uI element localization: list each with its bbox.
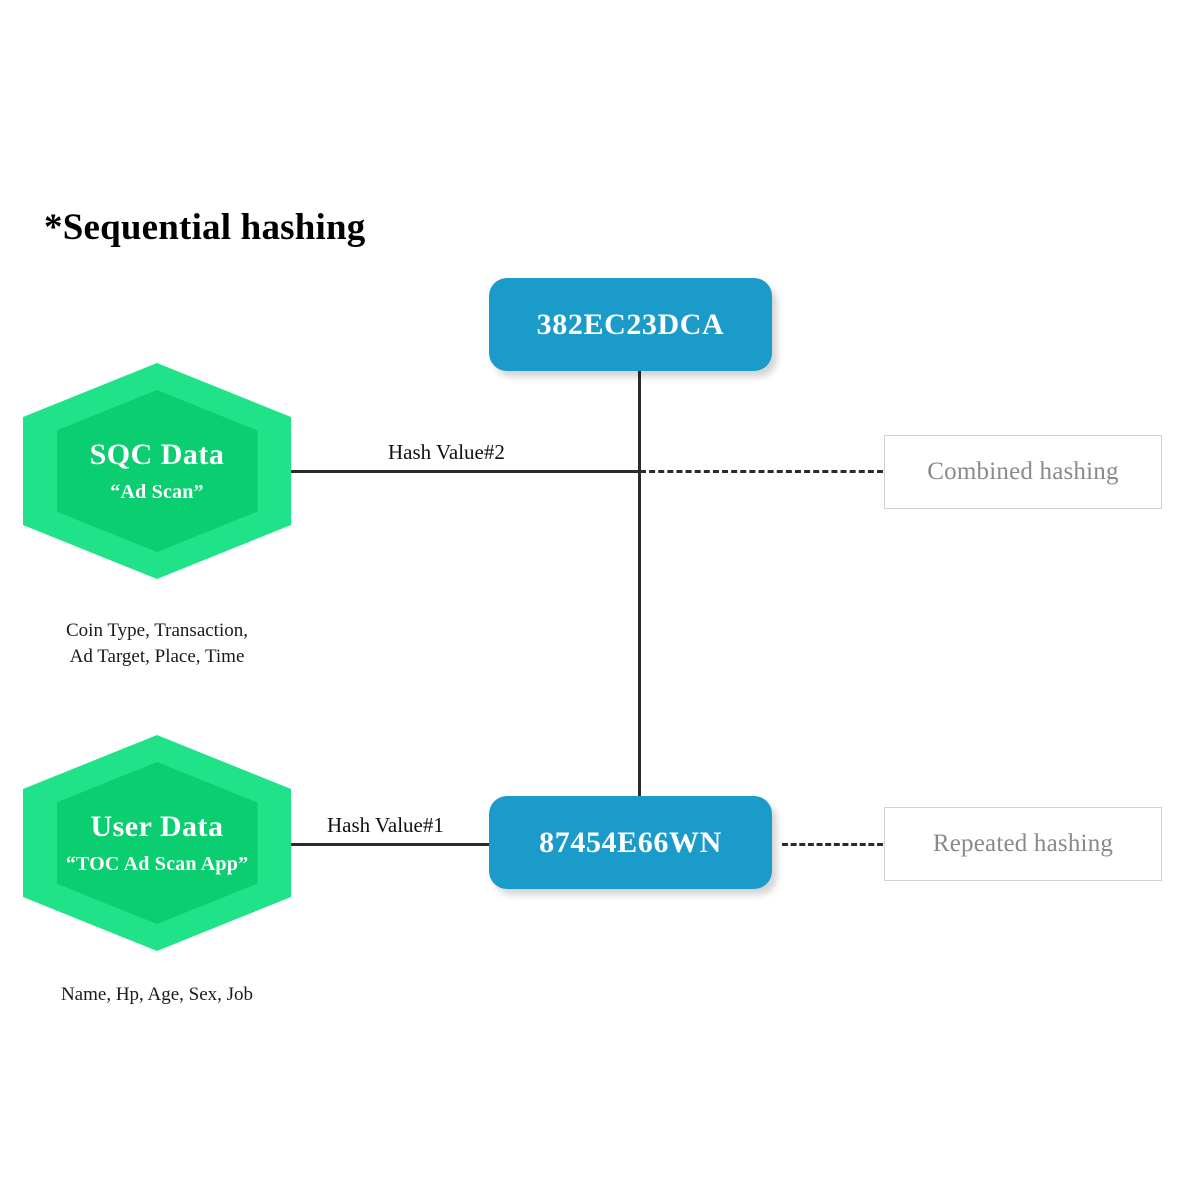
node-sqc-subtitle: “Ad Scan” xyxy=(110,480,204,503)
hash-value-top-text: 382EC23DCA xyxy=(536,307,725,341)
hexagon-inner-shape xyxy=(56,390,258,552)
connector-user-to-hash-bottom xyxy=(285,843,491,846)
page-title: *Sequential hashing xyxy=(44,207,366,248)
note-repeated-hashing[interactable]: Repeated hashing xyxy=(884,807,1162,881)
connector-trunk-vertical xyxy=(638,370,641,797)
connector-trunk-to-combined-hashing xyxy=(640,470,883,473)
node-sqc-caption: Coin Type, Transaction, Ad Target, Place… xyxy=(66,620,248,667)
node-sqc-label-group: SQC Data “Ad Scan” xyxy=(23,363,291,579)
node-user-label-group: User Data “TOC Ad Scan App” xyxy=(23,735,291,951)
node-sqc-data[interactable]: SQC Data “Ad Scan” xyxy=(23,363,291,579)
note-repeated-hashing-text: Repeated hashing xyxy=(932,830,1114,857)
node-user-data[interactable]: User Data “TOC Ad Scan App” xyxy=(23,735,291,951)
node-user-title: User Data xyxy=(90,810,224,844)
connector-hash-bottom-to-repeated-hashing xyxy=(782,843,883,846)
hexagon-inner-shape xyxy=(56,762,258,924)
note-combined-hashing-text: Combined hashing xyxy=(927,458,1119,485)
node-hash-value-top[interactable]: 382EC23DCA xyxy=(489,278,772,371)
node-sqc-title: SQC Data xyxy=(89,438,225,472)
edge-label-hash-value-2: Hash Value#2 xyxy=(388,440,505,464)
node-hash-value-bottom[interactable]: 87454E66WN xyxy=(489,796,772,889)
node-user-caption: Name, Hp, Age, Sex, Job xyxy=(60,984,254,1005)
hash-value-bottom-text: 87454E66WN xyxy=(539,825,722,859)
connector-sqc-to-trunk xyxy=(285,470,640,473)
note-combined-hashing[interactable]: Combined hashing xyxy=(884,435,1162,509)
node-user-subtitle: “TOC Ad Scan App” xyxy=(65,852,249,875)
edge-label-hash-value-1: Hash Value#1 xyxy=(327,813,444,837)
